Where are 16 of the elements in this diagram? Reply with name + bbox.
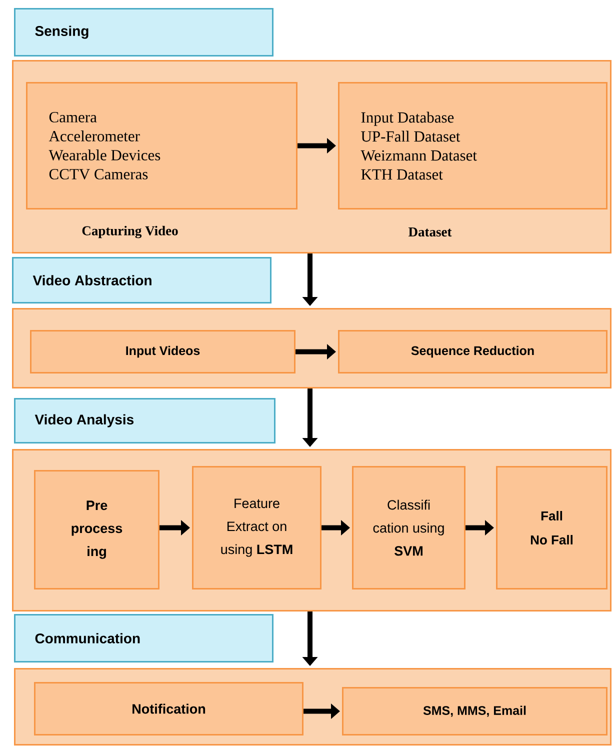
process-box: Pre process ing (34, 470, 160, 590)
process-box: Input Database UP-Fall Dataset Weizmann Dataset KTH Dataset (338, 82, 608, 210)
tab: Video Abstraction (12, 257, 272, 304)
process-box: Notification (34, 682, 304, 736)
process-box: Input Videos (30, 330, 296, 374)
tab: Video Analysis (14, 398, 276, 444)
process-box: Feature Extract on using LSTM (192, 466, 322, 590)
process-box: SMS, MMS, Email (342, 687, 608, 736)
node-label: Dataset (408, 228, 452, 236)
process-box: Camera Accelerometer Wearable Devices CCTV Cameras (26, 82, 298, 210)
process-box: Sequence Reduction (338, 330, 608, 374)
process-box: Fall No Fall (496, 466, 608, 590)
tab: Sensing (14, 8, 274, 56)
process-box: Classifi cation using SVM (352, 466, 466, 590)
node-label: Capturing Video (82, 226, 178, 238)
tab: Communication (14, 614, 274, 662)
